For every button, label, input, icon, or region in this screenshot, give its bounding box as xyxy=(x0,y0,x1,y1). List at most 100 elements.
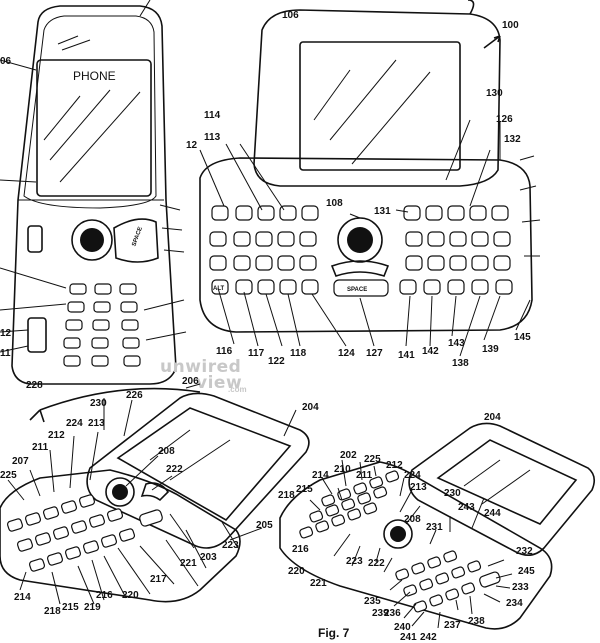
ref-222-a: 222 xyxy=(166,464,183,475)
ref-208-a: 208 xyxy=(158,446,175,457)
phone-keypad xyxy=(63,283,141,367)
ref-126: 126 xyxy=(496,114,513,125)
ref-206: 206 xyxy=(182,376,199,387)
phone-screen-label: PHONE xyxy=(73,69,116,83)
slider-left-keys: ALT xyxy=(209,205,319,295)
ref-242: 242 xyxy=(420,632,437,643)
ref-117: 117 xyxy=(248,348,265,359)
ref-236: 236 xyxy=(384,608,401,619)
candybar-phone: PHONE SPACE xyxy=(0,0,187,385)
ref-233: 233 xyxy=(512,582,529,593)
ref-141: 141 xyxy=(398,350,415,361)
ref-219: 219 xyxy=(84,602,101,613)
ref-213-b: 213 xyxy=(410,482,427,493)
ref-230-a: 230 xyxy=(90,398,107,409)
ref-215-b: 215 xyxy=(296,484,313,495)
ref-116: 116 xyxy=(216,346,233,357)
slider-phone: SPACE ALT xyxy=(186,0,541,369)
ref-212-b: 212 xyxy=(386,460,403,471)
ref-215-a: 215 xyxy=(62,602,79,613)
slider-space-key-text: SPACE xyxy=(347,287,367,293)
slider-right-keys xyxy=(399,205,513,295)
ref-232: 232 xyxy=(516,546,533,557)
ref-202: 202 xyxy=(340,450,357,461)
ref-218-b: 218 xyxy=(278,490,295,501)
ref-241: 241 xyxy=(400,632,417,643)
ref-224-b: 224 xyxy=(404,470,421,481)
ref-221-b: 221 xyxy=(310,578,327,589)
ref-211-a: 211 xyxy=(32,442,49,453)
ref-203: 203 xyxy=(200,552,217,563)
ref-223-a: 223 xyxy=(222,540,239,551)
ref-245: 245 xyxy=(518,566,535,577)
ref-214-b: 214 xyxy=(312,470,329,481)
ref-113: 113 xyxy=(204,132,221,143)
ref-145: 145 xyxy=(514,332,531,343)
ref-131: 131 xyxy=(374,206,391,217)
slider-trackball xyxy=(347,227,373,253)
ref-204-a: 204 xyxy=(302,402,319,413)
phone-trackball-ring xyxy=(71,219,113,261)
ref-205: 205 xyxy=(256,520,273,531)
phone-space-key-text: SPACE xyxy=(131,226,144,247)
ref-143: 143 xyxy=(448,338,465,349)
ref-213-a: 213 xyxy=(88,418,105,429)
ref-226: 226 xyxy=(126,390,143,401)
ref-12-left: 12 xyxy=(0,328,12,339)
ref-220-a: 220 xyxy=(122,590,139,601)
bottom-left-keys xyxy=(6,494,163,572)
bottom-right-keys xyxy=(299,470,501,613)
ref-122: 122 xyxy=(268,356,285,367)
ref-112: 12 xyxy=(186,140,198,151)
ref-240: 240 xyxy=(394,622,411,633)
ref-243: 243 xyxy=(458,502,475,513)
ref-114: 114 xyxy=(204,110,221,121)
ref-142: 142 xyxy=(422,346,439,357)
ref-230-b: 230 xyxy=(444,488,461,499)
ref-222-b: 222 xyxy=(368,558,385,569)
ref-210: 210 xyxy=(334,464,351,475)
ref-212-a: 212 xyxy=(48,430,65,441)
ref-225-b: 225 xyxy=(364,454,381,465)
ref-217: 217 xyxy=(150,574,167,585)
ref-244: 244 xyxy=(484,508,501,519)
ref-139: 139 xyxy=(482,344,499,355)
ref-234: 234 xyxy=(506,598,523,609)
ref-211-b: 211 xyxy=(356,470,373,481)
ref-138: 138 xyxy=(452,358,469,369)
ref-239: 239 xyxy=(372,608,389,619)
watermark-line-2: view xyxy=(196,373,242,393)
ref-124: 124 xyxy=(338,348,355,359)
ref-231: 231 xyxy=(426,522,443,533)
ref-204-b: 204 xyxy=(484,412,501,423)
bottom-right-phone: 204 202 225 210 211 212 214 215 224 213 … xyxy=(278,412,596,643)
phone-trackball xyxy=(80,228,104,252)
ref-11-left: 11 xyxy=(0,348,11,359)
ref-132: 132 xyxy=(504,134,521,145)
slider-screen xyxy=(299,41,461,171)
ref-118: 118 xyxy=(290,348,307,359)
phone-screen xyxy=(36,59,152,197)
ref-228: 228 xyxy=(26,380,43,391)
bottom-left-phone: 228 230 226 206 204 207 225 211 212 224 … xyxy=(0,376,319,617)
ref-221-a: 221 xyxy=(180,558,197,569)
ref-235: 235 xyxy=(364,596,381,607)
ref-216-a: 216 xyxy=(96,590,113,601)
ref-207: 207 xyxy=(12,456,29,467)
figure-caption: Fig. 7 xyxy=(318,626,350,640)
ref-216-b: 216 xyxy=(292,544,309,555)
ref-237: 237 xyxy=(444,620,461,631)
ref-100: 100 xyxy=(502,20,519,31)
ref-223-b: 223 xyxy=(346,556,363,567)
watermark-line-1: unwired xyxy=(160,357,241,377)
ref-238: 238 xyxy=(468,616,485,627)
ref-225-a: 225 xyxy=(0,470,17,481)
ref-214-a: 214 xyxy=(14,592,31,603)
ref-106-top: 106 xyxy=(282,10,299,21)
ref-130: 130 xyxy=(486,88,503,99)
ref-224-a: 224 xyxy=(66,418,83,429)
slider-space-key xyxy=(333,279,389,297)
ref-108: 108 xyxy=(326,198,343,209)
